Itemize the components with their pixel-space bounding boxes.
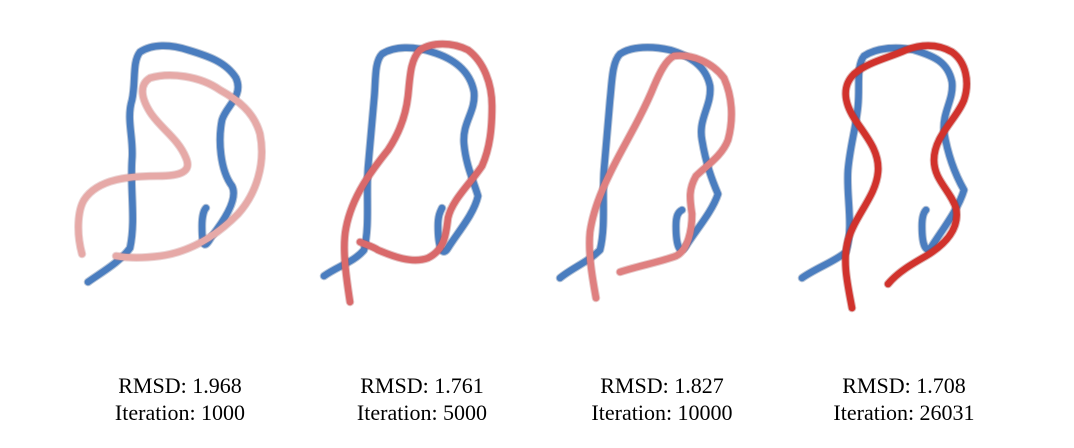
panel-caption: RMSD: 1.827 Iteration: 10000 xyxy=(542,372,782,426)
reference-structure xyxy=(556,44,722,282)
iteration-label: Iteration: 10000 xyxy=(591,400,733,425)
protein-overlay-1 xyxy=(74,41,266,287)
reference-structure xyxy=(798,44,968,282)
protein-overlay-4 xyxy=(797,41,971,313)
protein-overlay-2 xyxy=(319,39,497,307)
panel-caption: RMSD: 1.761 Iteration: 5000 xyxy=(302,372,542,426)
iteration-label: Iteration: 26031 xyxy=(833,400,975,425)
panel-iteration-5000: RMSD: 1.761 Iteration: 5000 xyxy=(302,0,542,448)
iteration-label: Iteration: 5000 xyxy=(356,400,488,425)
reference-structure-edge xyxy=(83,41,243,287)
predicted-structure xyxy=(341,40,496,306)
protein-overlay-3 xyxy=(555,43,736,303)
predicted-structure xyxy=(842,42,970,312)
rmsd-label: RMSD: 1.761 xyxy=(360,373,484,398)
iteration-label: Iteration: 1000 xyxy=(114,400,246,425)
panel-iteration-26031: RMSD: 1.708 Iteration: 26031 xyxy=(784,0,1024,448)
predicted-structure xyxy=(586,52,735,302)
rmsd-label: RMSD: 1.708 xyxy=(842,373,966,398)
panel-iteration-10000: RMSD: 1.827 Iteration: 10000 xyxy=(542,0,782,448)
panel-caption: RMSD: 1.708 Iteration: 26031 xyxy=(784,372,1024,426)
panel-caption: RMSD: 1.968 Iteration: 1000 xyxy=(60,372,300,426)
panel-iteration-1000: RMSD: 1.968 Iteration: 1000 xyxy=(60,0,300,448)
rmsd-label: RMSD: 1.827 xyxy=(600,373,724,398)
reference-structure xyxy=(320,44,482,280)
reference-structure-edge xyxy=(555,43,723,283)
rmsd-label: RMSD: 1.968 xyxy=(118,373,242,398)
predicted-structure xyxy=(75,72,265,261)
reference-structure xyxy=(84,42,242,286)
